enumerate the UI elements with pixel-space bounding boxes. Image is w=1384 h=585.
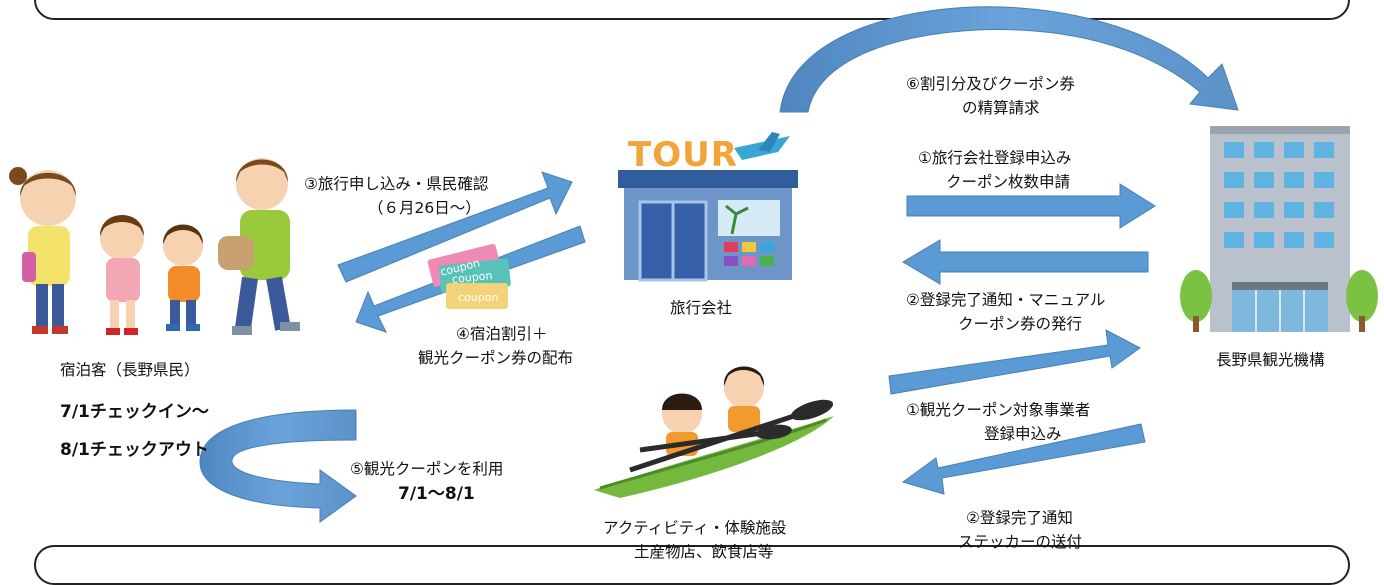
step2b-line2: ステッカーの送付 (958, 533, 1083, 551)
agency-label: 旅行会社 (670, 299, 733, 317)
travel-agency-illustration (618, 132, 798, 282)
coupon-ticket-text-3: coupon (458, 291, 499, 304)
step3-line2: （６月26日～） (368, 199, 481, 217)
step5-line1: ⑤観光クーポンを利用 (350, 460, 504, 478)
agency-sign: TOUR (628, 135, 738, 175)
facilities-label-line1: アクティビティ・体験施設 (603, 519, 787, 537)
period-line1: 7/1チェックイン～ (60, 402, 209, 422)
arrow-facility-notice (901, 423, 1146, 495)
step3-line1: ③旅行申し込み・県民確認 (304, 175, 489, 193)
step1b-line1: ①観光クーポン対象事業者 (906, 401, 1091, 419)
kayak-illustration (594, 366, 834, 498)
family-illustration (9, 158, 300, 335)
step5-line2: 7/1～8/1 (398, 484, 475, 504)
arrow-settlement-curve (779, 6, 1239, 113)
bureau-building-illustration (1180, 126, 1378, 332)
step1a-line2: クーポン枚数申請 (946, 173, 1071, 191)
guests-label: 宿泊客（長野県民） (60, 361, 200, 379)
arrow-facility-registration (888, 329, 1141, 395)
step1b-line2: 登録申込み (984, 425, 1062, 443)
step6-line1: ⑥割引分及びクーポン券 (906, 75, 1075, 93)
arrow-agency-notice (902, 239, 1149, 285)
bureau-label: 長野県観光機構 (1216, 351, 1325, 369)
arrow-agency-registration (906, 183, 1156, 229)
coupon-tickets (427, 243, 511, 309)
step4-line2: 観光クーポン券の配布 (418, 349, 574, 367)
step2a-line1: ②登録完了通知・マニュアル (906, 291, 1106, 309)
facilities-label-line2: 土産物店、飲食店等 (634, 543, 774, 561)
step4-line1: ④宿泊割引＋ (456, 325, 548, 343)
arrow-application (337, 171, 573, 283)
step6-line2: の精算請求 (962, 99, 1040, 117)
step2a-line2: クーポン券の発行 (958, 315, 1083, 333)
period-line2: 8/1チェックアウト (60, 440, 209, 460)
step2b-line1: ②登録完了通知 (966, 509, 1073, 527)
step1a-line1: ①旅行会社登録申込み (918, 149, 1072, 167)
arrow-use-coupon-curve (199, 409, 357, 523)
flow-diagram: TOUR (9, 6, 1378, 523)
